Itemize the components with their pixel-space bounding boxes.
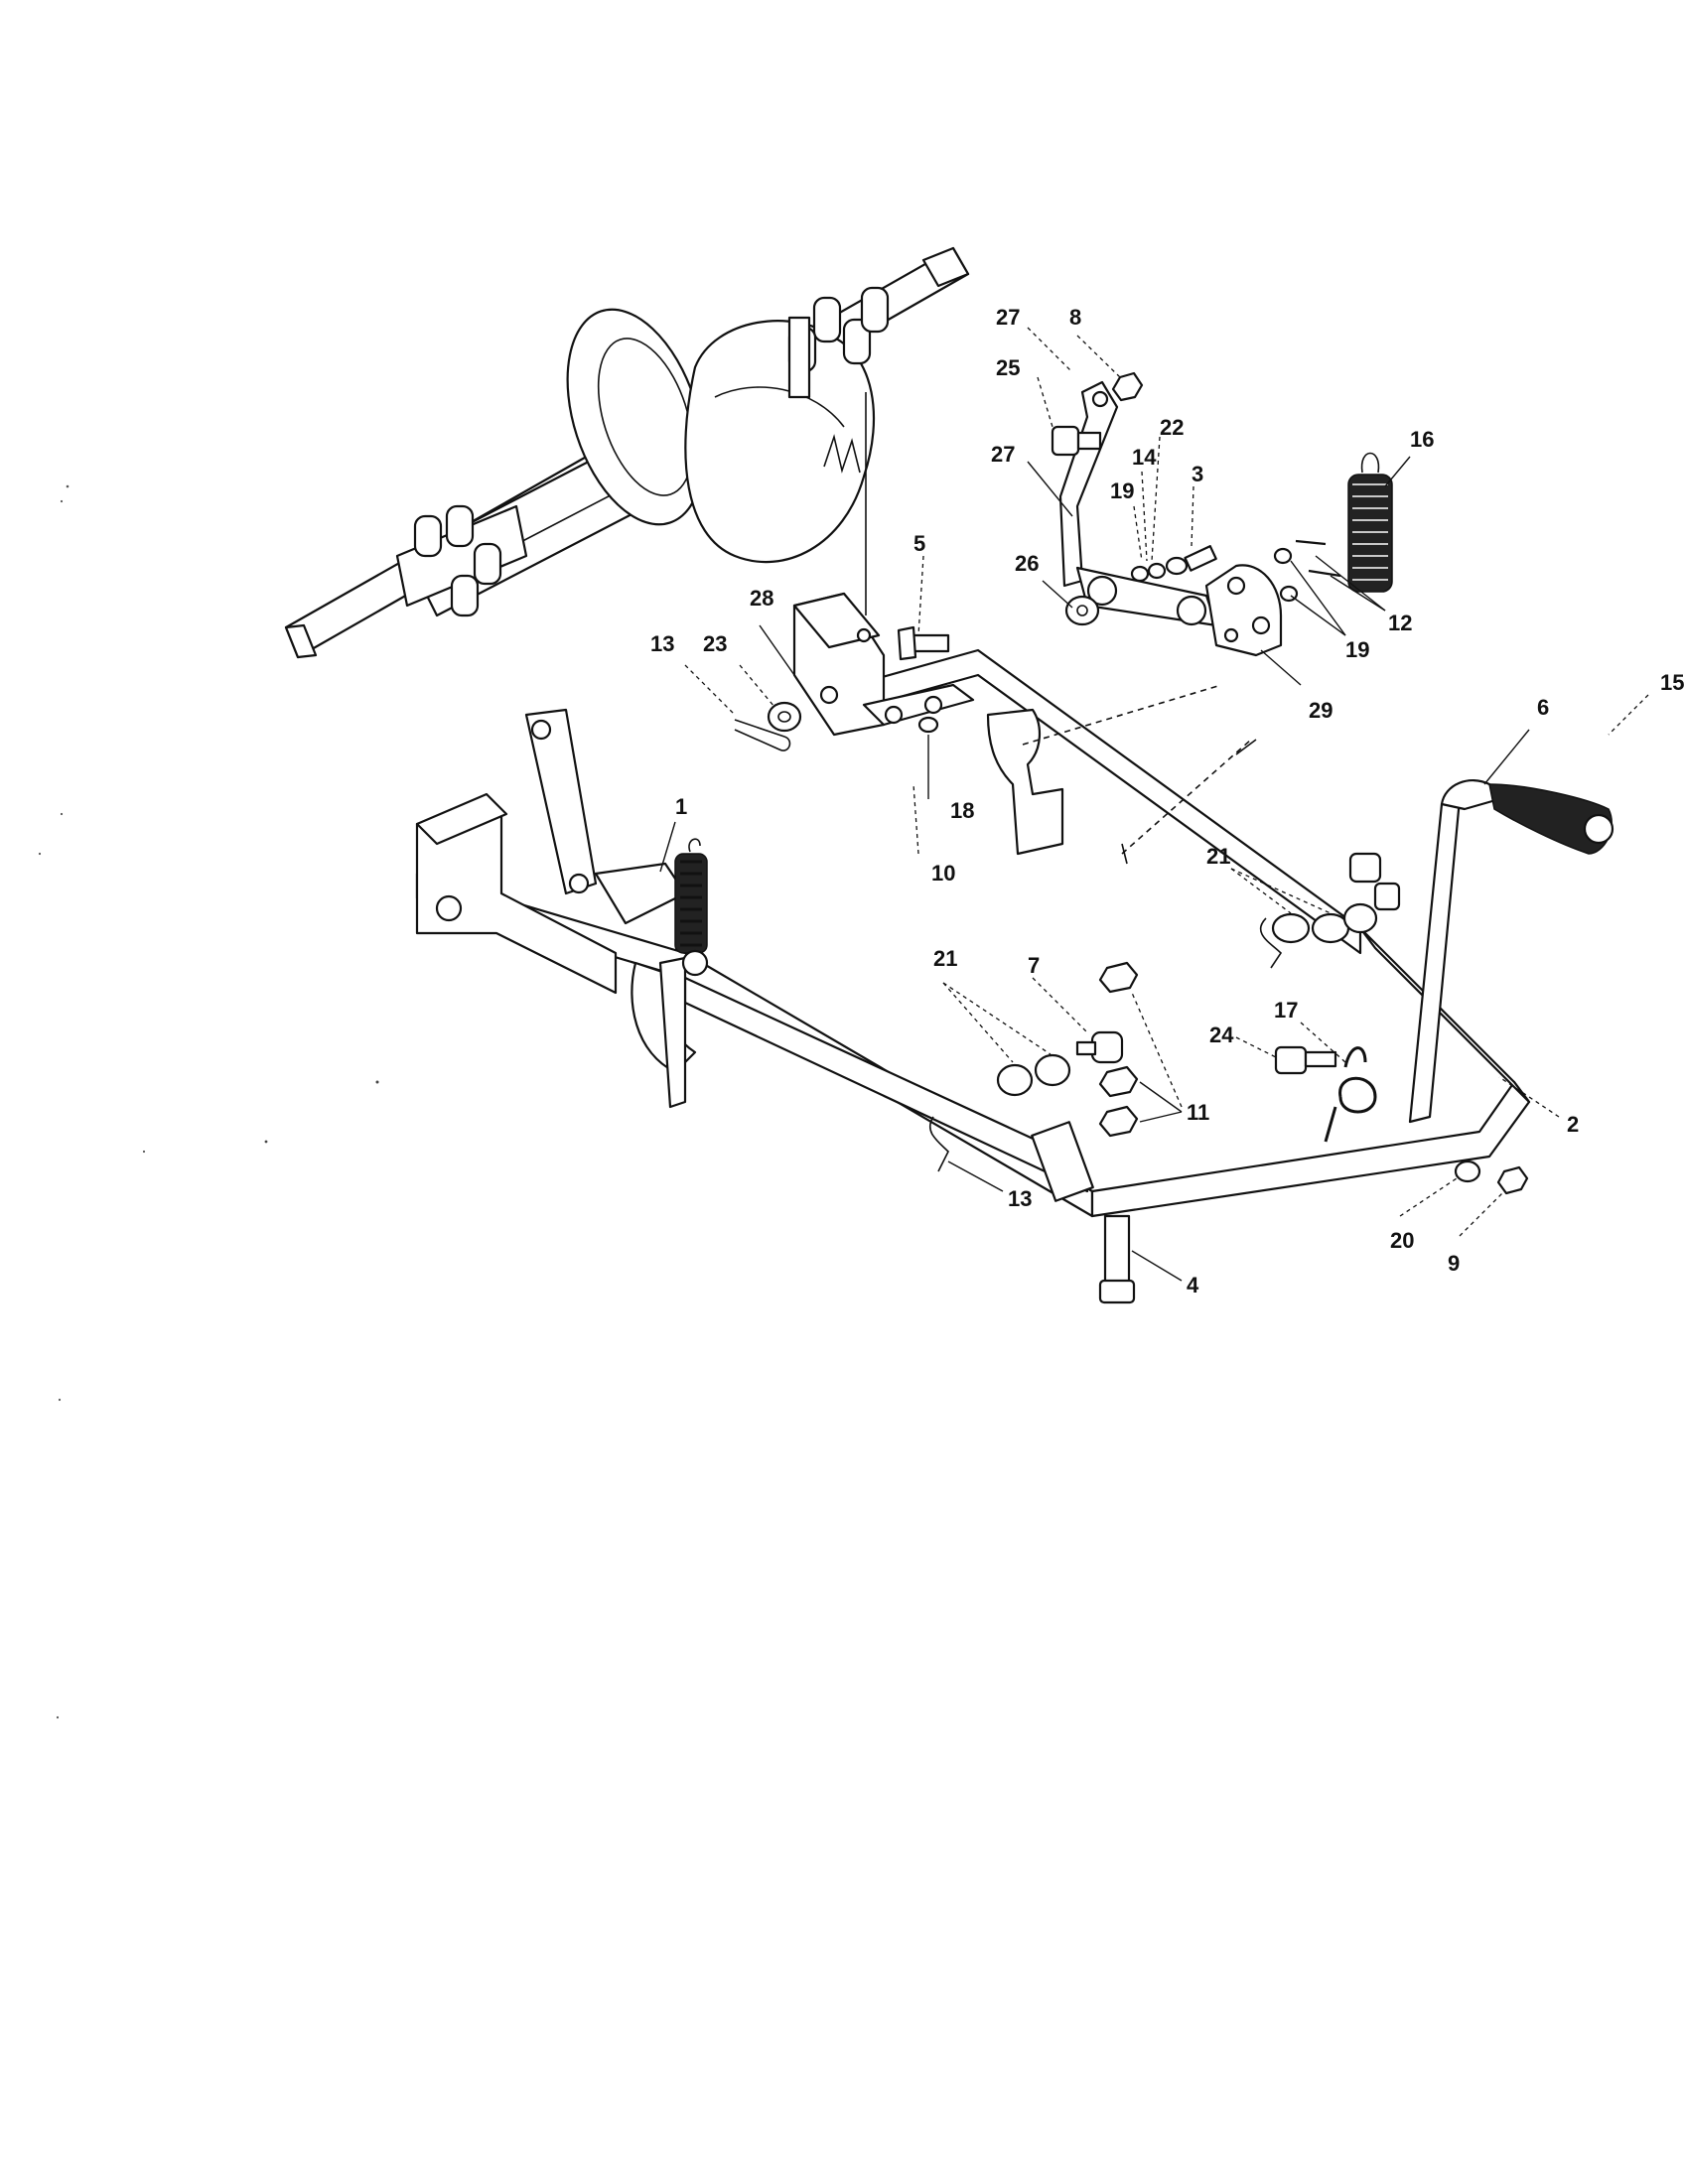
- callout-13: 13: [1008, 1186, 1032, 1211]
- scan-specks: [38, 484, 379, 1719]
- callout-9: 9: [1448, 1251, 1460, 1276]
- callout-25: 25: [996, 355, 1020, 380]
- callout-22: 22: [1160, 415, 1184, 440]
- callout-2: 2: [1567, 1112, 1579, 1137]
- callout-11: 11: [1187, 1100, 1209, 1125]
- callout-21: 21: [1206, 844, 1230, 869]
- pivot-arm-assembly: [1051, 371, 1393, 657]
- callout-16: 16: [1410, 427, 1434, 452]
- leader-lines: [659, 327, 1649, 1282]
- callout-24: 24: [1209, 1023, 1234, 1047]
- callout-6: 6: [1537, 695, 1549, 720]
- callout-19: 19: [1110, 478, 1134, 503]
- callout-18: 18: [950, 798, 974, 823]
- callout-15: 15: [1660, 670, 1684, 695]
- callout-10: 10: [931, 861, 955, 886]
- callout-28: 28: [750, 586, 773, 611]
- hardware: [734, 701, 1529, 1195]
- callout-21: 21: [933, 946, 957, 971]
- callout-29: 29: [1309, 698, 1333, 723]
- callout-3: 3: [1192, 462, 1203, 486]
- spring-16-part: [1347, 452, 1393, 593]
- left-spring: [674, 838, 709, 977]
- callout-20: 20: [1390, 1228, 1414, 1253]
- callout-7: 7: [1028, 953, 1040, 978]
- callout-13: 13: [650, 631, 674, 656]
- callout-19: 19: [1345, 637, 1369, 662]
- callout-17: 17: [1274, 998, 1298, 1023]
- callout-8: 8: [1069, 305, 1081, 330]
- callout-5: 5: [913, 531, 925, 556]
- callout-14: 14: [1132, 445, 1157, 470]
- transaxle-assembly: [284, 246, 970, 659]
- mounting-frame: [415, 592, 1614, 1304]
- callout-26: 26: [1015, 551, 1039, 576]
- callout-27: 27: [991, 442, 1015, 467]
- pin-4-part: [1098, 1214, 1136, 1304]
- callout-27: 27: [996, 305, 1020, 330]
- callout-1: 1: [675, 794, 687, 819]
- callout-labels: 27 8 25 22 14 3 27 19 16 5 26 12 19 28 1…: [650, 305, 1684, 1297]
- callout-4: 4: [1187, 1273, 1199, 1297]
- callout-12: 12: [1388, 611, 1412, 635]
- callout-23: 23: [703, 631, 727, 656]
